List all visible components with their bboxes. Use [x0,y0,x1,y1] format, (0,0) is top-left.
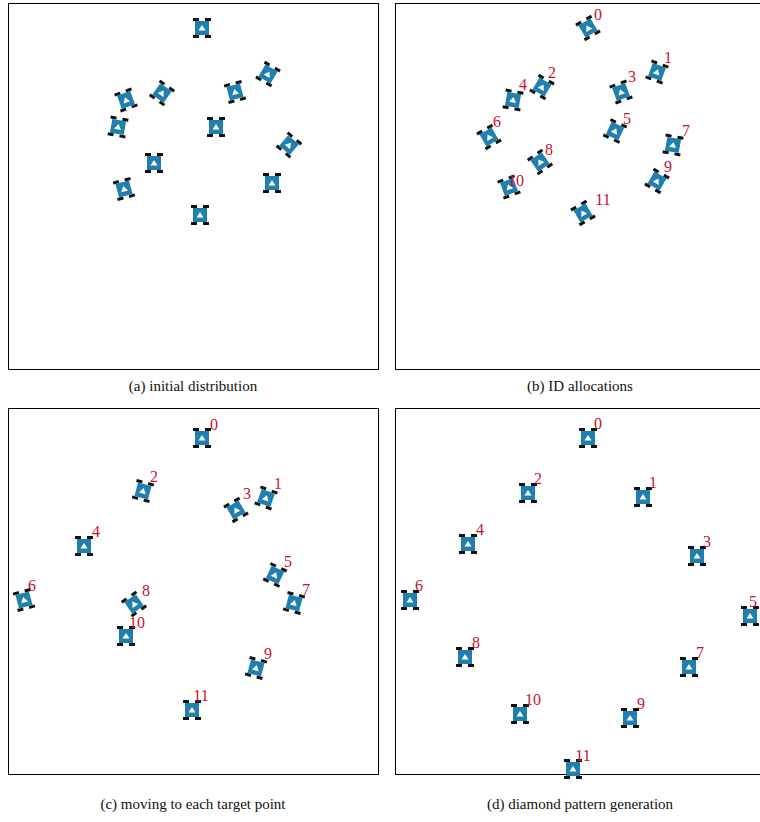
robot-id: 0 [210,417,218,433]
robot [263,562,288,588]
robot-id: 0 [594,416,602,432]
robot [662,134,683,157]
robot-id: 8 [472,635,480,651]
robot-id: 10 [129,615,145,631]
robot-id: 6 [28,578,36,594]
robot-id: 2 [534,471,542,487]
robot [107,116,128,139]
robot-id: 1 [274,476,282,492]
robot-id: 9 [664,159,672,175]
robot-id: 6 [415,578,423,594]
panel-caption: (c) moving to each target point [100,797,285,812]
robot [145,153,163,173]
robot [75,536,93,556]
panel-frame [396,4,760,370]
robot-id: 3 [703,534,711,550]
robot-id: 11 [595,192,610,208]
robot-id: 10 [525,692,541,708]
robot-id: 5 [623,111,631,127]
robot [283,591,306,615]
robot-id: 2 [150,469,158,485]
robot-id: 4 [92,524,100,540]
robot [263,173,281,193]
robot [191,205,209,225]
robot-id: 11 [193,688,208,704]
robot [621,708,639,728]
robot-id: 5 [749,594,757,610]
robot-id: 1 [664,50,672,66]
robot-id: 0 [594,7,602,23]
robot-id: 2 [548,65,556,81]
robot [570,200,596,226]
robot-id: 9 [264,646,272,662]
robot-id: 3 [628,69,636,85]
robot [255,61,281,87]
robot [456,647,474,667]
panel-caption: (b) ID allocations [527,379,633,394]
robot-id: 8 [142,583,150,599]
robot-id: 1 [649,475,657,491]
robot [149,80,175,107]
robot [224,80,247,104]
robot-id: 5 [284,554,292,570]
robot-id: 8 [545,142,553,158]
panel-caption: (a) initial distribution [129,379,257,394]
panel-frame [9,409,379,775]
robot-id: 7 [696,645,704,661]
robot [207,117,225,137]
robot-id: 6 [493,114,501,130]
robot-id: 9 [637,696,645,712]
robot [114,88,138,113]
robot-id: 3 [243,486,251,502]
robot-id: 7 [302,582,310,598]
robot-id: 4 [519,77,527,93]
panel-frame [396,409,760,775]
robot [459,534,477,554]
robot [113,177,136,201]
robot [193,428,211,448]
panel-frame [9,4,379,370]
robot [680,657,698,677]
robot-id: 7 [682,123,690,139]
panel-caption: (d) diamond pattern generation [487,797,673,812]
robot-id: 11 [575,748,590,764]
robot-id: 4 [476,522,484,538]
robot [193,18,211,38]
robot [276,132,303,159]
robot-id: 10 [508,173,524,189]
robot [245,656,268,680]
